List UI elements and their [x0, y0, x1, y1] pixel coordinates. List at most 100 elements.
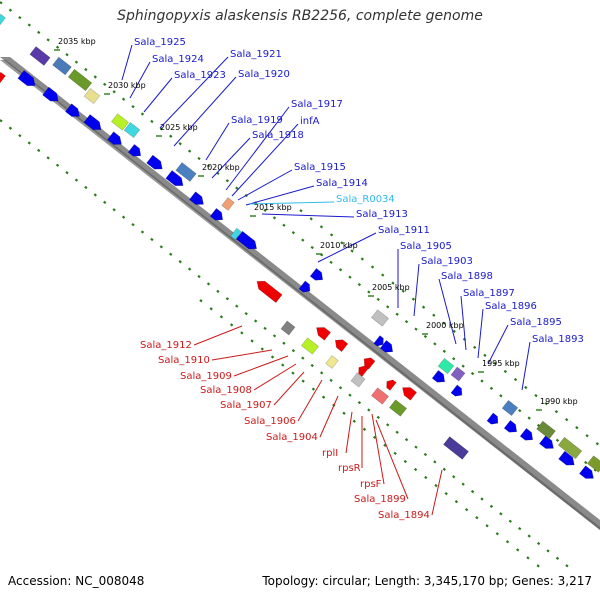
cog-feature[interactable]: [450, 366, 466, 382]
reverse-gene-label[interactable]: Sala_1908: [200, 385, 252, 396]
forward-gene[interactable]: [431, 369, 448, 385]
cog-feature[interactable]: [388, 399, 408, 417]
label-leader-line: [297, 379, 323, 422]
cog-feature[interactable]: [536, 420, 556, 440]
forward-gene[interactable]: [379, 339, 396, 355]
reverse-gene[interactable]: [384, 378, 397, 391]
reverse-gene-label[interactable]: Sala_1909: [180, 371, 232, 382]
forward-gene[interactable]: [83, 114, 104, 134]
forward-gene-label[interactable]: Sala_1914: [316, 178, 368, 189]
forward-gene-label[interactable]: Sala_1895: [510, 317, 562, 328]
forward-gene-label[interactable]: Sala_1924: [152, 54, 204, 65]
forward-gene-label[interactable]: Sala_1918: [252, 130, 304, 141]
reverse-gene-label[interactable]: Sala_1912: [140, 340, 192, 351]
track-dot: [178, 260, 182, 264]
cog-feature[interactable]: [443, 436, 469, 460]
forward-gene[interactable]: [519, 427, 536, 443]
cog-feature[interactable]: [501, 399, 519, 417]
cog-feature[interactable]: [586, 455, 600, 473]
reverse-gene[interactable]: [313, 324, 332, 341]
cog-feature[interactable]: [29, 46, 51, 66]
forward-gene-label[interactable]: Sala_1917: [291, 99, 343, 110]
track-dot: [452, 475, 456, 479]
cog-feature[interactable]: [350, 372, 366, 388]
forward-gene-label[interactable]: Sala_1905: [400, 241, 452, 252]
track-dot: [329, 260, 333, 264]
cog-feature[interactable]: [300, 337, 320, 355]
reverse-gene-label[interactable]: rpsR: [338, 463, 361, 474]
forward-gene-label[interactable]: Sala_1925: [134, 37, 186, 48]
forward-gene-label[interactable]: Sala_1923: [174, 70, 226, 81]
reverse-gene-label[interactable]: Sala_1906: [244, 416, 296, 427]
reverse-gene[interactable]: [399, 384, 418, 401]
cog-feature[interactable]: [67, 68, 93, 92]
track-dot: [357, 282, 362, 287]
cog-feature[interactable]: [230, 227, 242, 241]
forward-gene[interactable]: [209, 207, 226, 223]
forward-gene-label[interactable]: Sala_R0034: [336, 194, 395, 205]
forward-gene[interactable]: [486, 412, 501, 427]
forward-gene[interactable]: [188, 191, 206, 209]
forward-gene[interactable]: [558, 450, 578, 469]
reverse-gene-label[interactable]: Sala_1907: [220, 400, 272, 411]
forward-gene[interactable]: [450, 384, 465, 399]
cog-feature[interactable]: [280, 320, 296, 336]
track-dot: [357, 400, 362, 405]
forward-gene[interactable]: [538, 435, 556, 453]
forward-gene-label[interactable]: Sala_1896: [485, 301, 537, 312]
reverse-gene-label[interactable]: Sala_1904: [266, 432, 318, 443]
reverse-gene-label[interactable]: rplI: [322, 448, 338, 459]
cog-feature[interactable]: [370, 387, 390, 405]
forward-gene-label[interactable]: Sala_1897: [463, 288, 515, 299]
cog-feature[interactable]: [0, 71, 6, 85]
cog-feature[interactable]: [83, 87, 101, 105]
forward-gene[interactable]: [235, 230, 259, 252]
genome-summary-text: Topology: circular; Length: 3,345,170 bp…: [262, 574, 592, 588]
forward-gene[interactable]: [503, 419, 520, 435]
reverse-gene[interactable]: [332, 336, 349, 353]
reverse-gene[interactable]: [361, 355, 376, 370]
cog-feature[interactable]: [370, 309, 390, 327]
forward-gene[interactable]: [298, 280, 313, 295]
forward-gene[interactable]: [146, 154, 166, 173]
forward-gene-label[interactable]: Sala_1920: [238, 69, 290, 80]
forward-gene[interactable]: [373, 335, 386, 349]
reverse-gene-label[interactable]: Sala_1899: [354, 494, 406, 505]
forward-gene[interactable]: [578, 465, 596, 483]
forward-gene-label[interactable]: Sala_1921: [230, 49, 282, 60]
forward-gene-label[interactable]: Sala_1903: [421, 256, 473, 267]
track-dot: [121, 97, 126, 101]
forward-gene-label[interactable]: Sala_1915: [294, 162, 346, 173]
forward-gene[interactable]: [106, 131, 124, 149]
cog-feature[interactable]: [557, 436, 583, 460]
reverse-gene[interactable]: [356, 364, 369, 377]
forward-gene[interactable]: [165, 170, 186, 190]
cog-feature[interactable]: [52, 56, 72, 76]
cog-feature[interactable]: [325, 355, 339, 369]
cog-feature[interactable]: [221, 197, 235, 211]
label-leader-line: [460, 295, 467, 351]
track-dot: [470, 371, 475, 376]
reverse-gene-label[interactable]: rpsF: [360, 479, 382, 490]
cog-feature[interactable]: [123, 121, 141, 139]
forward-gene-label[interactable]: Sala_1911: [378, 225, 430, 236]
forward-gene[interactable]: [17, 70, 38, 90]
forward-gene-label[interactable]: Sala_1919: [231, 115, 283, 126]
reverse-gene-label[interactable]: Sala_1910: [158, 355, 210, 366]
forward-gene-label[interactable]: Sala_1898: [441, 271, 493, 282]
cog-feature[interactable]: [175, 162, 197, 182]
track-dot: [46, 38, 50, 42]
cog-feature[interactable]: [0, 13, 6, 27]
forward-gene[interactable]: [42, 86, 62, 105]
forward-gene-label[interactable]: infA: [300, 116, 320, 127]
forward-gene[interactable]: [64, 103, 82, 121]
forward-gene[interactable]: [127, 143, 144, 159]
forward-gene[interactable]: [309, 267, 326, 283]
forward-gene-label[interactable]: Sala_1913: [356, 209, 408, 220]
reverse-gene[interactable]: [254, 277, 283, 304]
cog-feature[interactable]: [437, 357, 455, 375]
forward-gene-label[interactable]: Sala_1893: [532, 334, 584, 345]
cog-feature[interactable]: [110, 113, 130, 131]
reverse-gene-label[interactable]: Sala_1894: [378, 510, 430, 521]
track-dot: [263, 208, 267, 213]
